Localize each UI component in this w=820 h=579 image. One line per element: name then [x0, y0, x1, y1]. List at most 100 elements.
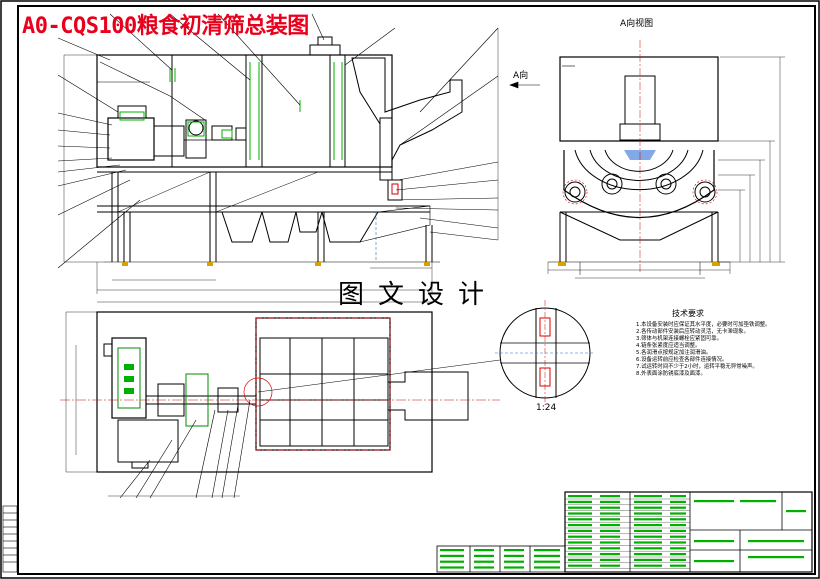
title-block-text-bar — [748, 556, 804, 559]
title-block — [436, 491, 813, 573]
drawing-title: A0-CQS100粮食初清筛总装图 — [22, 14, 309, 39]
title-block-text-bar — [634, 500, 662, 503]
title-block-text-bar — [568, 495, 592, 498]
technical-notes-title: 技术要求 — [672, 309, 704, 318]
title-block-text-bar — [568, 506, 592, 509]
technical-note: 6.设备运转前应检查各部件连接情况。 — [636, 357, 728, 363]
title-block-text-bar — [600, 512, 620, 515]
title-block-text-bar — [670, 512, 686, 515]
title-block-text-bar — [568, 529, 592, 532]
detail-scale-label: 1:24 — [536, 403, 557, 413]
side-view-a-dimensions — [547, 56, 785, 279]
title-block-text-bar — [670, 500, 686, 503]
title-block-text-bar — [568, 558, 592, 561]
title-block-text-bar — [600, 558, 620, 561]
title-block-text-bar — [534, 554, 560, 557]
front-elevation-accents — [119, 111, 430, 266]
title-block-text-bar — [694, 500, 734, 503]
title-block-text-bar — [748, 540, 804, 543]
title-block-text-bar — [670, 564, 686, 567]
technical-note: 7.试运转时间不少于2小时，运转平稳无异常噪声。 — [636, 364, 758, 370]
title-block-text-bar — [568, 553, 592, 556]
view-a-arrow-label: A向 — [513, 71, 529, 81]
title-block-text-bar — [568, 564, 592, 567]
title-block-text-bar — [568, 518, 592, 521]
title-block-text-bar — [634, 535, 662, 538]
title-block-text-bar — [568, 547, 592, 550]
title-block-text-bar — [534, 560, 560, 563]
title-block-text-bar — [634, 558, 662, 561]
title-block-text-bar — [600, 535, 620, 538]
title-block-text-bar — [600, 518, 620, 521]
title-block-text-bar — [568, 500, 592, 503]
plan-view-accents — [60, 317, 501, 451]
title-block-text-bar — [474, 566, 494, 569]
title-block-text-bar — [440, 560, 464, 563]
title-block-text-bar — [670, 518, 686, 521]
title-block-text-bar — [440, 566, 464, 569]
title-block-text-bar — [600, 506, 620, 509]
detail-view — [495, 300, 595, 405]
title-block-text-bar — [600, 564, 620, 567]
title-block-text-bar — [786, 510, 806, 513]
title-block-text-bar — [634, 547, 662, 550]
title-block-text-bar — [600, 529, 620, 532]
technical-note: 4.链条张紧度应适当调整。 — [636, 343, 701, 349]
title-block-text-bar — [600, 524, 620, 527]
title-block-text-bar — [600, 541, 620, 544]
title-block-text-bar — [474, 549, 494, 552]
title-block-text-bar — [670, 553, 686, 556]
title-block-text-bar — [740, 500, 776, 503]
title-block-text-bar — [670, 529, 686, 532]
title-block-text-bar — [568, 524, 592, 527]
title-block-text-bar — [634, 506, 662, 509]
title-block-text-bar — [670, 524, 686, 527]
title-block-text-bar — [504, 549, 524, 552]
technical-note: 5.各润滑点按规定加注润滑油。 — [636, 350, 712, 356]
title-block-text-bar — [634, 564, 662, 567]
technical-note: 1.本设备安装时应保证其水平度，必要时可加垫铁调整。 — [636, 322, 771, 328]
title-block-text-bar — [600, 553, 620, 556]
title-block-text-bar — [694, 560, 734, 563]
title-block-text-bar — [634, 495, 662, 498]
plan-view-leaders — [65, 301, 432, 499]
title-block-text-bar — [504, 554, 524, 557]
title-block-text-bar — [670, 535, 686, 538]
title-block-text-bar — [634, 553, 662, 556]
title-block-text-bar — [634, 524, 662, 527]
title-block-text-bar — [474, 554, 494, 557]
front-elevation-view — [96, 36, 463, 263]
side-view-a-accents — [558, 40, 720, 272]
title-block-text-bar — [670, 547, 686, 550]
plan-view — [96, 311, 469, 473]
title-block-text-bar — [504, 566, 524, 569]
title-block-text-bar — [670, 558, 686, 561]
title-block-text-bar — [670, 541, 686, 544]
front-elevation-dimensions — [63, 54, 433, 294]
technical-note: 8.外表面涂防锈底漆及面漆。 — [636, 371, 706, 377]
title-block-text-bar — [634, 518, 662, 521]
front-elevation-leaders — [57, 13, 540, 269]
title-block-text-bar — [670, 506, 686, 509]
title-block-text-bar — [440, 554, 464, 557]
title-block-text-bar — [568, 512, 592, 515]
technical-note: 2.各传动部件安装后应转动灵活，无卡滞现象。 — [636, 329, 749, 335]
title-block-text-bar — [534, 566, 560, 569]
technical-note: 3.筛体与机架连接螺栓应紧固可靠。 — [636, 336, 723, 342]
title-block-text-bar — [600, 495, 620, 498]
title-block-text-bar — [568, 541, 592, 544]
title-block-text-bar — [634, 512, 662, 515]
view-a-title: A向视图 — [620, 19, 654, 29]
title-block-text-bar — [440, 549, 464, 552]
title-block-text-bar — [634, 541, 662, 544]
watermark-text: 图文设计 — [338, 280, 499, 310]
title-block-text-bar — [600, 500, 620, 503]
title-block-text-bar — [474, 560, 494, 563]
title-block-text-bar — [534, 549, 560, 552]
left-margin-strip — [2, 505, 18, 573]
title-block-text-bar — [504, 560, 524, 563]
side-view-a — [548, 56, 730, 275]
title-block-rows — [440, 495, 806, 569]
